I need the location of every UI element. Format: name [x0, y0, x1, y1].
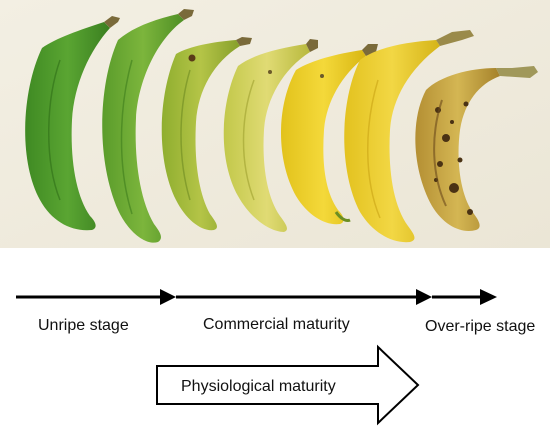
banana-3-breaker	[161, 37, 252, 231]
arrowhead-commercial	[416, 289, 432, 305]
label-unripe-stage: Unripe stage	[38, 317, 129, 334]
arrowhead-unripe	[160, 289, 176, 305]
physiological-maturity-arrow	[156, 344, 420, 426]
banana-5-yellow-green-tip	[281, 44, 378, 225]
label-commercial-maturity: Commercial maturity	[203, 316, 350, 333]
banana-4-turning	[223, 39, 318, 232]
banana-7-overripe	[415, 66, 538, 231]
label-physiological-maturity: Physiological maturity	[181, 378, 336, 395]
label-over-ripe-stage: Over-ripe stage	[425, 318, 535, 335]
banana-2-unripe	[102, 9, 194, 243]
banana-photo	[0, 0, 550, 248]
banana-6-full-yellow	[344, 30, 474, 243]
arrowhead-overripe	[480, 289, 497, 305]
banana-1-unripe	[25, 16, 120, 231]
